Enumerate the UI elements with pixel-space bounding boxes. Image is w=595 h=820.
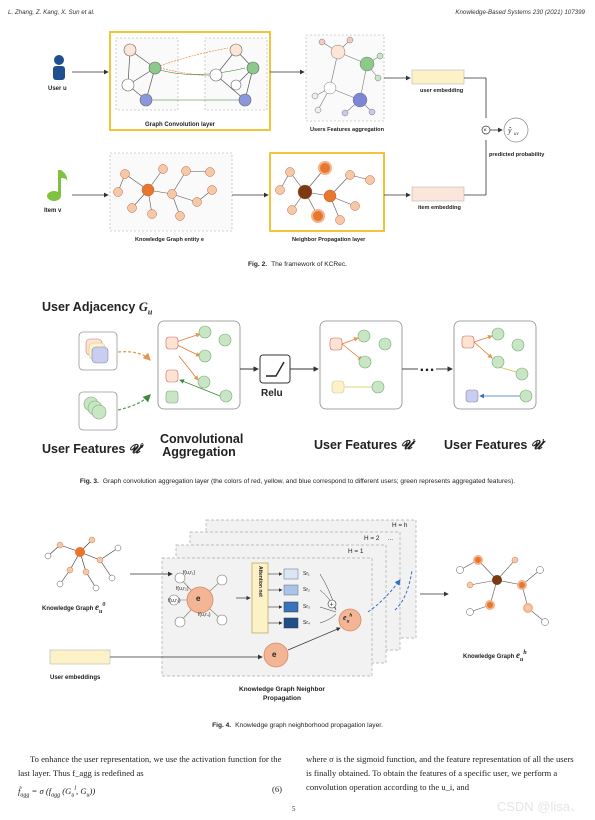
relation-f2: f(u,r₂) <box>176 586 189 592</box>
layer-h-2-label: H = 2 <box>364 535 380 542</box>
user-u-label: User u <box>48 86 67 92</box>
user-embedding-label: user embedding <box>420 88 464 94</box>
kgnp-label: Knowledge Graph Neighbor Propagation <box>239 686 325 702</box>
sr2-label: Sr₂ <box>303 587 310 593</box>
predicted-probability-label: predicted probability <box>489 152 545 158</box>
entity-node <box>186 586 214 614</box>
kg-entity-label: Knowledge Graph entity e <box>135 237 204 243</box>
layer-h-1-label: H = 1 <box>348 548 364 555</box>
header-journal: Knowledge-Based Systems 230 (2021) 10739… <box>455 9 585 16</box>
entity-node-label: e <box>196 594 201 603</box>
fig4-caption: Fig. 4.Knowledge graph neighborhood prop… <box>212 722 383 729</box>
npl-label: Neighbor Propagation layer <box>292 237 366 243</box>
attention-net-box <box>251 562 269 634</box>
user-adjacency-label: User Adjacency Gu <box>42 300 153 317</box>
relu-label: Relu <box>261 388 283 399</box>
svg-text:ŷ: ŷ <box>507 126 512 135</box>
npl-frame <box>269 152 385 232</box>
fig3-caption: Fig. 3.Graph convolution aggregation lay… <box>79 478 516 485</box>
relation-f3: f(u,r₃) <box>168 598 181 604</box>
user-features-0-label: User Features 𝓤0 <box>42 442 144 457</box>
layer-h-h-label: H = h <box>392 522 408 529</box>
ellipsis: … <box>419 358 435 375</box>
user-icon <box>53 55 65 80</box>
entity-embedding-node-label: e <box>272 650 277 659</box>
attention-net-label: Attention net <box>257 566 263 597</box>
equation-6: f̃agg = σ (fagg (Gul, Gu)) <box>18 785 96 799</box>
item-v-label: Item v <box>44 208 62 214</box>
left-paragraph: To enhance the user representation, we u… <box>18 754 282 778</box>
user-embeddings-bar <box>49 649 111 665</box>
right-paragraph: where σ is the sigmoid function, and the… <box>306 754 574 792</box>
sr3-label: Sr₃ <box>303 604 311 610</box>
equation-number: (6) <box>272 784 283 794</box>
user-embeddings-label: User embeddings <box>50 675 101 681</box>
conv-aggregation-label: Convolutional Aggregation <box>160 432 244 459</box>
header-authors: L. Zhang, Z. Kang, X. Sun et al. <box>8 9 95 16</box>
user-features-1-label: User Features 𝓤1 <box>314 438 416 453</box>
svg-text:×: × <box>483 128 487 134</box>
page-number: 5 <box>292 805 296 813</box>
entity-embedding-node <box>263 642 289 668</box>
aggregated-node-label: euh <box>343 613 353 625</box>
user-embedding-bar <box>411 69 465 85</box>
user-features-l-label: User Features 𝓤l <box>444 438 544 453</box>
sr4-label: Sr₄ <box>303 620 311 626</box>
music-note-icon <box>47 170 68 201</box>
gcl-label: Graph Convolution layer <box>145 122 216 128</box>
kg-right-label: Knowledge Graph euh <box>463 650 527 663</box>
relation-f1: f(u,r₁) <box>183 570 196 576</box>
kg-left-label: Knowledge Graph eu0 <box>42 602 106 615</box>
ufa-label: Users Features aggregation <box>310 127 384 133</box>
watermark: CSDN @lisa、 <box>496 799 583 814</box>
gcl-frame <box>109 31 271 131</box>
relation-f4: f(u,r₄) <box>198 612 211 618</box>
fig2-caption: Fig. 2.The framework of KCRec. <box>248 261 347 268</box>
item-embedding-label: item embedding <box>418 205 461 211</box>
prediction-node <box>503 117 529 143</box>
item-embedding-bar <box>411 186 465 202</box>
sr1-label: Sr₁ <box>303 571 310 577</box>
svg-text:uv: uv <box>514 132 520 137</box>
aggregated-entity-node <box>338 608 362 632</box>
svg-text:+: + <box>330 602 334 609</box>
layer-dots: ... <box>388 536 394 542</box>
